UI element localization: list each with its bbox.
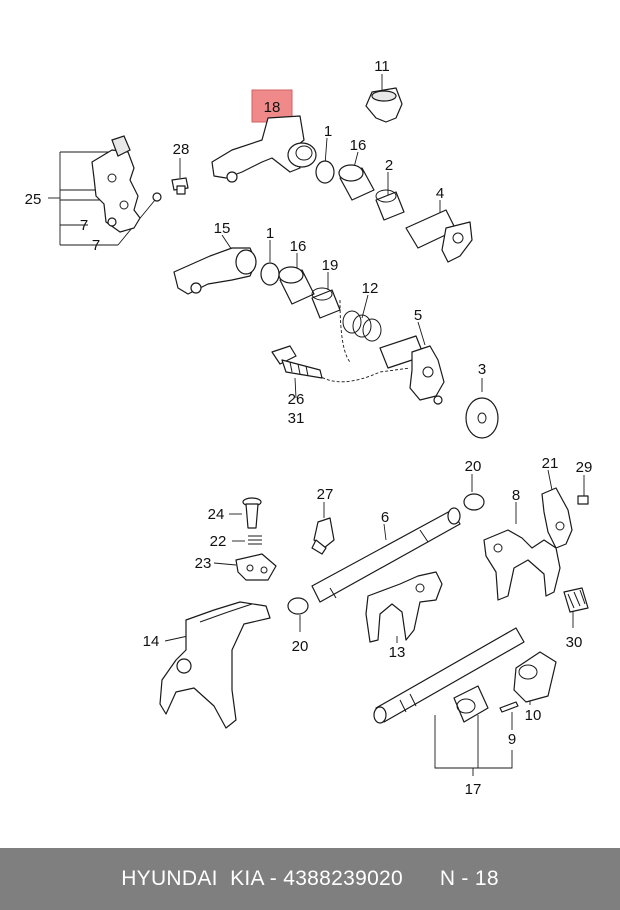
part-17-collar [453, 685, 489, 723]
part-3-washer [465, 397, 499, 439]
callout-5[interactable]: 5 [414, 307, 422, 324]
parts-diagram: 11 18 1 28 16 2 4 25 7 15 1 7 16 19 12 5… [25, 58, 593, 798]
callout-8[interactable]: 8 [512, 487, 520, 504]
callout-19[interactable]: 19 [322, 257, 339, 274]
callout-24[interactable]: 24 [208, 506, 225, 523]
part-6-shaft [311, 507, 461, 603]
footer-bar: HYUNDAI KIA - 4388239020 N - 18 [0, 848, 620, 910]
part-28-bolt [171, 177, 189, 195]
callout-28[interactable]: 28 [173, 141, 190, 158]
callout-15[interactable]: 15 [214, 220, 231, 237]
part-29-bolt [577, 495, 589, 505]
callout-13[interactable]: 13 [389, 644, 406, 661]
part-24-pin [242, 497, 262, 529]
part-2-bushing [375, 189, 405, 221]
part-14-fork [159, 601, 271, 729]
leader-lines [48, 74, 585, 776]
callout-11[interactable]: 11 [374, 58, 390, 75]
callout-9[interactable]: 9 [508, 731, 516, 748]
callout-10[interactable]: 10 [525, 707, 542, 724]
callout-18-highlight[interactable] [251, 89, 293, 123]
part-11-plug [365, 87, 403, 123]
callout-7[interactable]: 7 [80, 217, 88, 234]
part-13-fork [365, 571, 443, 643]
callout-6[interactable]: 6 [381, 509, 389, 526]
part-16-sleeve [338, 164, 375, 201]
callout-1[interactable]: 1 [324, 123, 332, 140]
part-19-bushing [311, 287, 341, 319]
part-20-bushing-2 [287, 597, 309, 615]
callout-4[interactable]: 4 [436, 185, 444, 202]
part-8-fork [483, 529, 561, 601]
part-5-rail [379, 335, 445, 405]
part-10-sleeve [513, 651, 557, 703]
callout-16b[interactable]: 16 [290, 238, 307, 255]
part-15-lever [173, 247, 257, 295]
callout-20[interactable]: 20 [465, 458, 482, 475]
part-9-pin [499, 701, 519, 713]
callout-12[interactable]: 12 [362, 280, 379, 297]
callout-16[interactable]: 16 [350, 137, 367, 154]
callout-23[interactable]: 23 [195, 555, 212, 572]
callout-31[interactable]: 31 [288, 410, 305, 427]
part-20-bushing [463, 493, 485, 511]
callout-3[interactable]: 3 [478, 361, 486, 378]
callout-14[interactable]: 14 [143, 633, 160, 650]
callout-29[interactable]: 29 [576, 459, 593, 476]
part-25-bracket [91, 135, 162, 233]
part-12-rings [342, 310, 382, 342]
part-1-ring-2 [260, 262, 280, 286]
callout-27[interactable]: 27 [317, 486, 334, 503]
part-30-bearing [563, 587, 589, 613]
callout-17[interactable]: 17 [465, 781, 482, 798]
part-1-ring [315, 160, 335, 184]
callout-18[interactable]: 18 [264, 99, 281, 116]
part-22-spring [248, 535, 262, 545]
part-21-bracket [541, 487, 573, 549]
callout-1b[interactable]: 1 [266, 225, 274, 242]
part-27-sensor [311, 517, 335, 555]
callout-26[interactable]: 26 [288, 391, 305, 408]
part-16-sleeve-2 [278, 266, 315, 305]
callout-labels: 11 18 1 28 16 2 4 25 7 15 1 7 16 19 12 5… [25, 58, 593, 798]
callout-25[interactable]: 25 [25, 191, 42, 208]
callout-20b[interactable]: 20 [292, 638, 309, 655]
callout-7b[interactable]: 7 [92, 237, 100, 254]
part-23-plate [235, 553, 277, 581]
callout-22[interactable]: 22 [210, 533, 227, 550]
callout-2[interactable]: 2 [385, 157, 393, 174]
footer-text: HYUNDAI KIA - 4388239020 N - 18 [121, 867, 499, 890]
part-18-lever [211, 115, 317, 183]
callout-30[interactable]: 30 [566, 634, 583, 651]
part-4-shaft [405, 209, 473, 263]
part-17-shaft [373, 627, 525, 724]
part-26-screw [271, 345, 323, 379]
callout-21[interactable]: 21 [542, 455, 559, 472]
